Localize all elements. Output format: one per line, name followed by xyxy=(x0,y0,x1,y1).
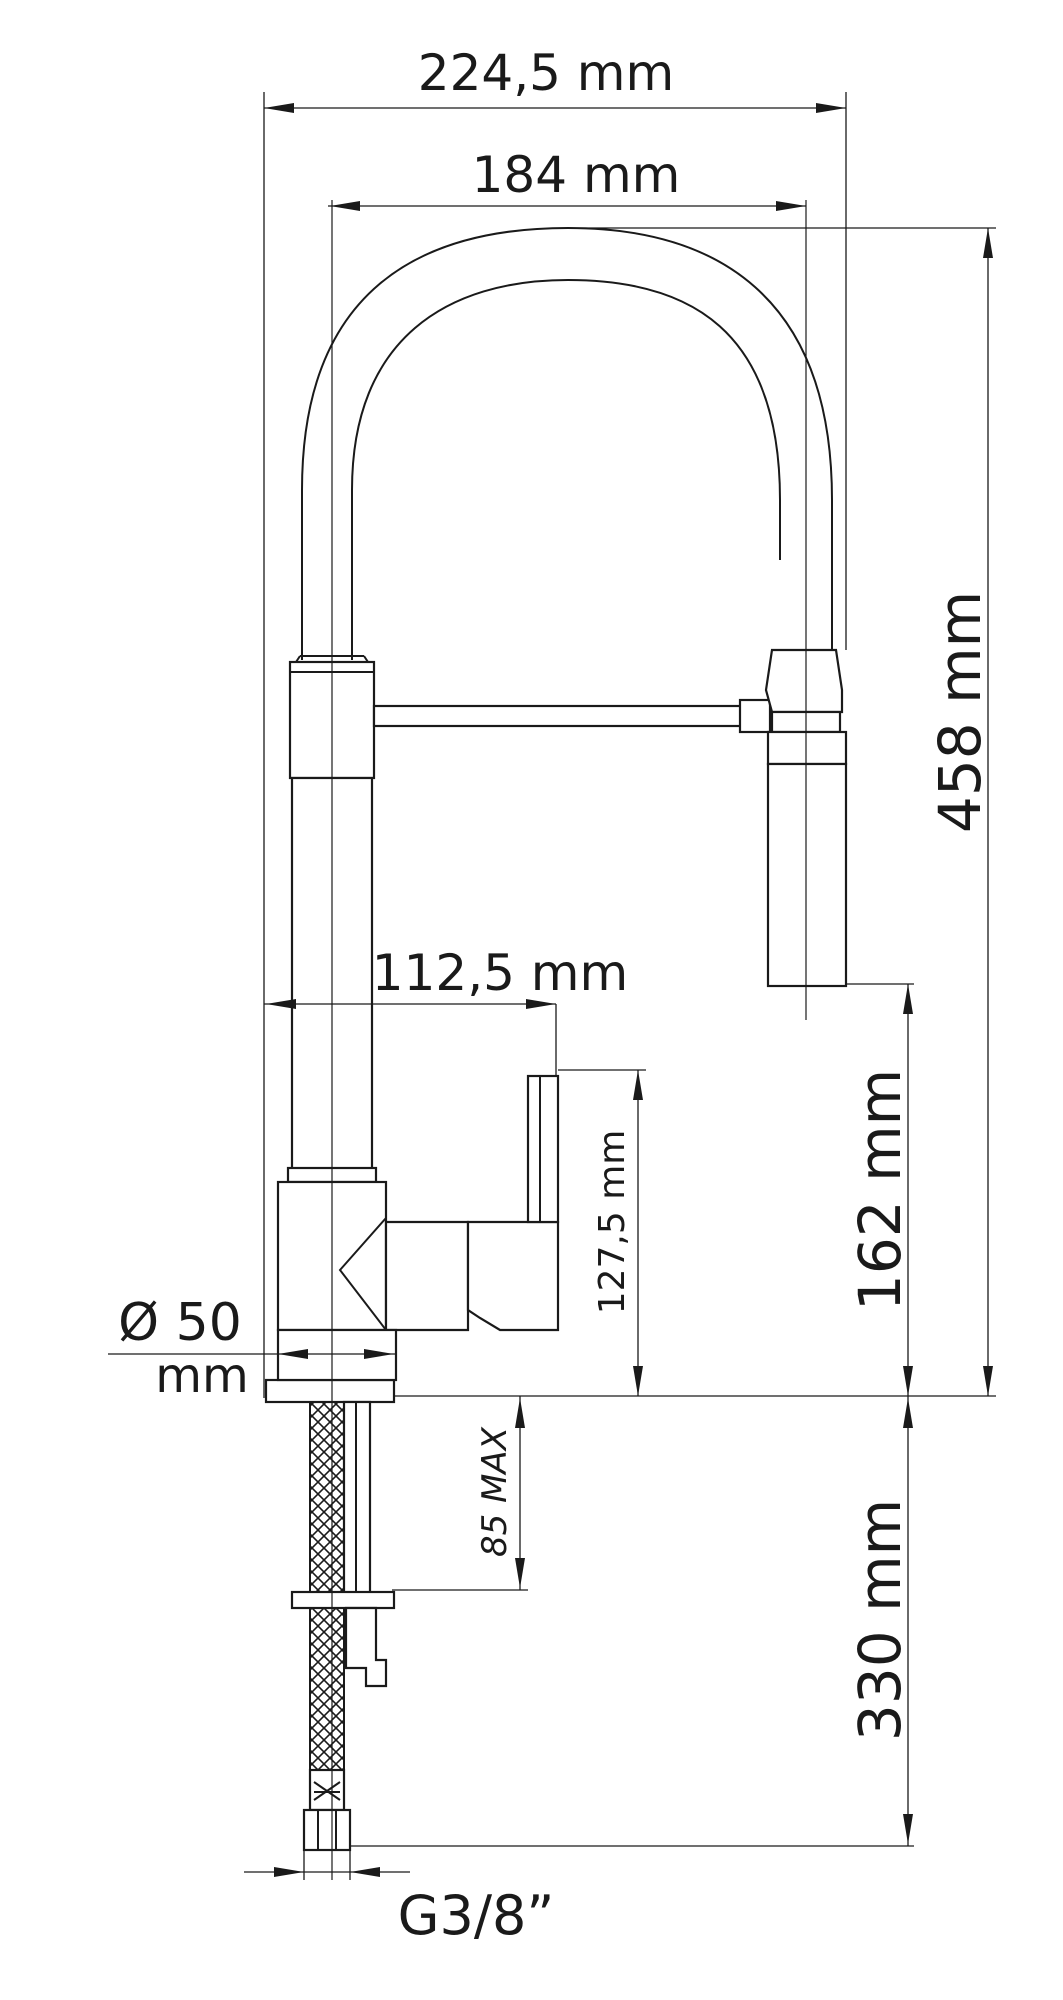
total-height-label: 458 mm xyxy=(926,591,994,833)
spray-holder-clip xyxy=(738,698,772,734)
spray-head-lower-ring xyxy=(766,730,848,766)
fixing-bracket xyxy=(344,1606,388,1688)
fixing-plate xyxy=(290,1590,396,1610)
spout-arch-outer xyxy=(301,226,833,660)
spout-clearance-label: 162 mm xyxy=(846,1069,914,1311)
spout-arch-inner xyxy=(351,278,781,660)
overall-width-label: 224,5 mm xyxy=(418,44,674,102)
lever-handle xyxy=(526,1074,560,1224)
lever-reach-label: 112,5 mm xyxy=(372,944,628,1002)
spout-width-label: 184 mm xyxy=(472,146,681,204)
dimension-lines xyxy=(108,92,996,1880)
connection-nut xyxy=(302,1808,352,1852)
base-diameter-unit-label: mm xyxy=(155,1348,249,1404)
spray-head-top xyxy=(764,648,844,714)
hose-length-label: 330 mm xyxy=(846,1499,914,1741)
connection-thread-label: G3/8” xyxy=(398,1884,555,1947)
lever-base xyxy=(466,1220,560,1332)
center-lines xyxy=(331,200,807,1880)
base-plate xyxy=(264,1378,396,1404)
base-diameter-symbol-label: Ø 50 xyxy=(118,1293,242,1353)
mixer-outlet xyxy=(384,1220,470,1332)
lever-height-label: 127,5 mm xyxy=(592,1130,633,1315)
dimension-labels: 224,5 mm 184 mm 458 mm 112,5 mm 127,5 mm… xyxy=(118,44,994,1947)
spray-holder-bar xyxy=(372,704,746,728)
braided-hose xyxy=(309,1401,345,1777)
spray-head-nozzle xyxy=(766,762,848,988)
max-deck-thickness-label: 85 MAX xyxy=(475,1426,515,1557)
